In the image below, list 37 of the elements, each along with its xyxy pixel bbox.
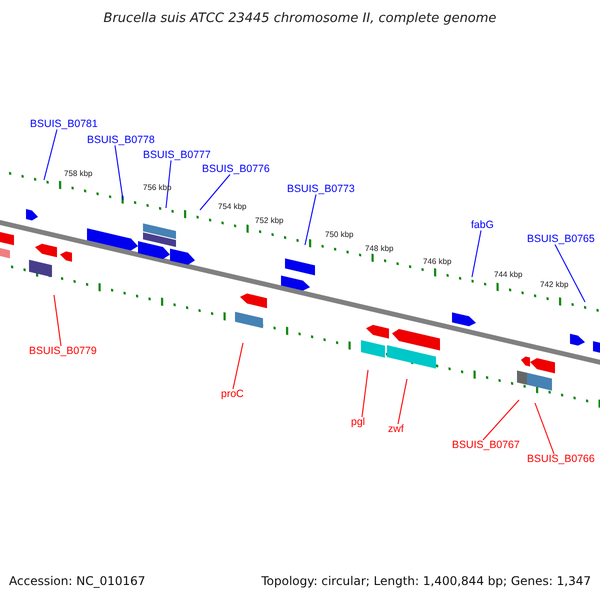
gene-name: BSUIS_B0778: [87, 135, 155, 146]
gene-name: BSUIS_B0773: [287, 184, 355, 194]
gene-name: BSUIS_B0765: [527, 234, 595, 244]
gene-name: BSUIS_B0779: [29, 346, 97, 356]
leader-line: [44, 129, 58, 180]
leader-line: [200, 174, 230, 210]
scale-label: 744 kbp: [494, 271, 522, 279]
gene-name: BSUIS_B0776: [202, 164, 270, 174]
leader-line: [554, 244, 586, 302]
gene-name: BSUIS_B0767: [452, 440, 520, 450]
scale-label: 752 kbp: [255, 217, 284, 225]
gene-name: zwf: [388, 424, 404, 434]
leader-line: [232, 342, 244, 390]
leader-line: [534, 402, 554, 454]
leader-line: [166, 160, 172, 208]
scale-label: 758 kbp: [64, 170, 92, 178]
leader-line: [304, 194, 316, 246]
leader-line: [114, 145, 124, 200]
scale-label: 746 kbp: [423, 258, 452, 266]
leader-line: [54, 294, 62, 346]
gene-name: BSUIS_B0766: [527, 454, 595, 464]
leader-line: [362, 370, 368, 418]
gene-name: BSUIS_B0781: [30, 119, 98, 130]
scale-label: 742 kbp: [540, 281, 568, 289]
title: Brucella suis ATCC 23445 chromosome II, complete genome: [102, 12, 498, 25]
genome-summary: Topology: circular; Length: 1,400,844 bp; Genes: 1,347: [261, 575, 591, 587]
gene-name: pgl: [351, 417, 366, 428]
leader-line: [398, 378, 408, 424]
leader-line: [482, 400, 520, 440]
scale-label: 750 kbp: [325, 231, 354, 239]
leader-line: [472, 230, 482, 278]
scale-label: 748 kbp: [365, 245, 394, 253]
gene-name: proC: [221, 389, 244, 400]
gene-name: fabG: [471, 220, 494, 230]
accession-note: Accession: NC_010167: [9, 575, 146, 587]
gene-name: BSUIS_B0777: [143, 150, 211, 160]
scale-label: 754 kbp: [218, 203, 246, 211]
